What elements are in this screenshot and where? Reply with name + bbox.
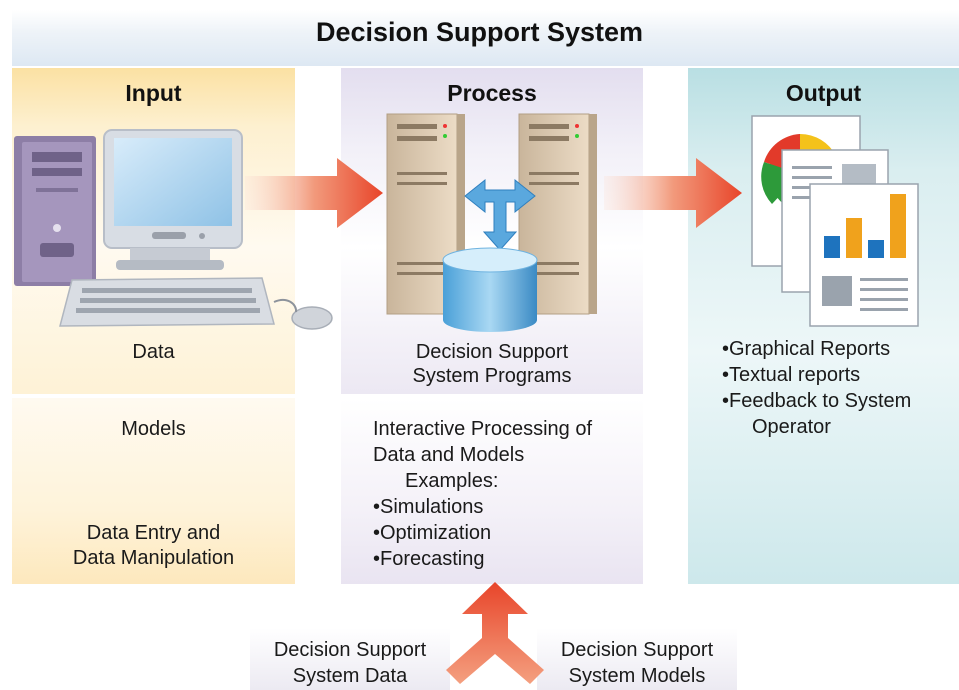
dss-data-label-1: Decision Support [273, 639, 427, 661]
process-column-lower [341, 398, 643, 584]
diagram-title: Decision Support System [315, 17, 644, 47]
process-interactive-label-2: Data and Models [373, 444, 525, 466]
input-heading: Input [125, 80, 182, 106]
output-graphical-reports: •Graphical Reports [722, 338, 891, 360]
computer-icon [14, 129, 333, 330]
process-example-optimization: •Optimization [373, 522, 492, 544]
process-programs-label-1: Decision Support [415, 341, 569, 363]
process-heading: Process [447, 80, 537, 106]
input-data-entry-label: Data Entry and [86, 522, 221, 544]
input-data-manipulation-label: Data Manipulation [72, 547, 235, 569]
process-programs-label-2: System Programs [412, 365, 572, 387]
input-models-label: Models [121, 418, 186, 440]
output-feedback-label: •Feedback to System [722, 390, 912, 412]
output-textual-reports: •Textual reports [722, 364, 861, 386]
dss-models-label-2: System Models [568, 665, 706, 687]
output-operator-label: Operator [752, 416, 831, 438]
server-database-icon [386, 113, 597, 332]
right-arrow-icon [245, 158, 383, 228]
merge-arrow-icon [446, 582, 544, 684]
output-heading: Output [785, 80, 862, 106]
input-data-label: Data [132, 341, 175, 363]
dss-data-label-2: System Data [292, 665, 408, 687]
dss-data-box [250, 628, 450, 690]
process-examples-label: Examples: [405, 470, 499, 492]
process-example-simulations: •Simulations [373, 496, 484, 518]
dss-models-label-1: Decision Support [560, 639, 714, 661]
process-example-forecasting: •Forecasting [373, 548, 485, 570]
reports-icon [751, 115, 919, 327]
title-bar [12, 10, 959, 66]
process-interactive-label-1: Interactive Processing of [373, 418, 592, 440]
right-arrow-icon [604, 158, 742, 228]
input-column-lower [12, 398, 295, 584]
dss-models-box [537, 628, 737, 690]
